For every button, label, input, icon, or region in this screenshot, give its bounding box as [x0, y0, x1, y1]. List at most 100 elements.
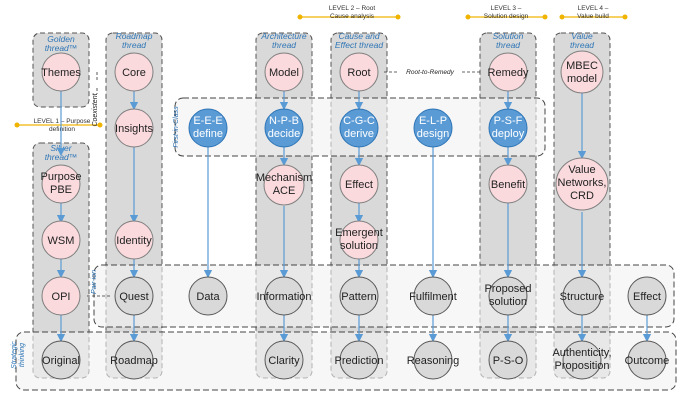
node-core-label: Core: [122, 67, 146, 79]
roadmap-thread-label-2: thread: [122, 40, 146, 50]
roadmap-thread-label-1: Roadmap: [116, 31, 153, 41]
node-mbec-model[interactable]: MBEC model: [560, 50, 604, 94]
root-to-remedy-label: Root-to-Remedy: [406, 69, 454, 76]
level-4-line-2: Value build: [577, 13, 609, 20]
node-purpose-label-2: PBE: [50, 184, 72, 196]
architecture-thread-label-2: thread: [272, 40, 296, 50]
node-themes[interactable]: Themes: [41, 52, 81, 92]
node-remedy[interactable]: Remedy: [488, 52, 529, 92]
node-model[interactable]: Model: [264, 52, 304, 92]
node-mechanism-ace[interactable]: Mechanism ACE: [256, 164, 312, 206]
node-authenticity-proposition[interactable]: Authenticity, Proposition: [552, 340, 612, 380]
node-root[interactable]: Root: [339, 52, 379, 92]
node-effect-pink[interactable]: Effect: [339, 164, 379, 204]
node-elp-design[interactable]: E-L-P design: [413, 108, 453, 148]
node-effect-pink-label: Effect: [345, 179, 373, 191]
node-eee-define[interactable]: E-E-E define: [188, 108, 228, 148]
node-elp-label-2: design: [417, 128, 449, 140]
level-2-line-2: Cause analysis: [330, 13, 375, 20]
node-elp-label-1: E-L-P: [419, 115, 447, 127]
node-eee-label-1: E-E-E: [193, 115, 222, 127]
node-psf-deploy[interactable]: P-S-F deploy: [488, 108, 528, 148]
cause-effect-thread-label-1: Cause and: [338, 31, 379, 41]
node-psf-label-1: P-S-F: [494, 115, 523, 127]
node-outcome[interactable]: Outcome: [625, 340, 670, 380]
node-effect-grey[interactable]: Effect: [627, 276, 667, 316]
node-opi-label: OPI: [52, 291, 71, 303]
node-value-networks-label-1: Value: [568, 164, 595, 176]
strategic-label-1: Strategic: [11, 341, 18, 369]
node-pattern-label: Pattern: [341, 291, 376, 303]
node-cgc-derive[interactable]: C-G-C derive: [339, 108, 379, 148]
node-npb-label-1: N-P-B: [269, 115, 299, 127]
node-structure-label: Structure: [560, 291, 605, 303]
level-1-marker: LEVEL 1 – Purpose definition: [14, 118, 103, 133]
level-3-marker: LEVEL 3 – Solution design: [465, 5, 548, 20]
node-reasoning[interactable]: Reasoning: [407, 340, 460, 380]
node-eee-label-2: define: [193, 128, 223, 140]
node-data[interactable]: Data: [188, 276, 228, 316]
strategic-label-2: thinking: [19, 343, 26, 367]
node-prediction[interactable]: Prediction: [335, 340, 384, 380]
node-identity[interactable]: Identity: [114, 220, 154, 260]
node-pattern[interactable]: Pattern: [339, 276, 379, 316]
node-effect-grey-label: Effect: [633, 291, 661, 303]
solution-thread-label-2: thread: [496, 40, 520, 50]
level-1-line-1: LEVEL 1 – Purpose: [34, 118, 91, 125]
node-purpose-label-1: Purpose: [41, 171, 82, 183]
node-original-label: Original: [42, 355, 80, 367]
node-purpose-pbe[interactable]: Purpose PBE: [41, 164, 82, 204]
node-clarity[interactable]: Clarity: [264, 340, 304, 380]
node-information[interactable]: Information: [256, 276, 312, 316]
node-fulfilment[interactable]: Fulfilment: [409, 276, 457, 316]
level-4-marker: LEVEL 4 – Value build: [559, 5, 628, 20]
node-structure[interactable]: Structure: [560, 276, 605, 316]
node-wsm-label: WSM: [48, 235, 75, 247]
first-in-class-label: First-in-Class: [173, 106, 180, 148]
level-1-line-2: definition: [49, 126, 75, 133]
node-information-label: Information: [256, 291, 311, 303]
node-psf-label-2: deploy: [492, 128, 525, 140]
node-reasoning-label: Reasoning: [407, 355, 460, 367]
node-emergent-solution[interactable]: Emergent solution: [335, 220, 383, 260]
node-root-label: Root: [347, 67, 370, 79]
node-mechanism-label-1: Mechanism: [256, 172, 312, 184]
node-proposed-label-1: Proposed: [484, 283, 531, 295]
node-themes-label: Themes: [41, 67, 81, 79]
node-benefit[interactable]: Benefit: [488, 164, 528, 204]
node-npb-decide[interactable]: N-P-B decide: [264, 108, 304, 148]
node-mechanism-label-2: ACE: [273, 185, 296, 197]
node-quest-label: Quest: [119, 291, 148, 303]
level-2-marker: LEVEL 2 – Root Cause analysis: [297, 5, 401, 20]
node-pso[interactable]: P-S-O: [488, 340, 528, 380]
coexistent-label: Coexistent: [92, 92, 99, 126]
node-data-label: Data: [196, 291, 220, 303]
node-proposed-solution[interactable]: Proposed solution: [484, 276, 532, 316]
value-thread-label-1: Value: [571, 31, 593, 41]
golden-thread-label-1: Golden: [47, 34, 75, 44]
node-value-networks-crd[interactable]: Value Networks, CRD: [555, 157, 609, 211]
node-mbec-label-1: MBEC: [566, 60, 598, 72]
level-3-line-1: LEVEL 3 –: [491, 5, 522, 12]
cause-effect-thread-label-2: Effect thread: [335, 40, 383, 50]
node-quest[interactable]: Quest: [114, 276, 154, 316]
node-authenticity-label-2: Proposition: [554, 360, 609, 372]
pairs-label: Pair-ion: [91, 270, 98, 294]
node-opi[interactable]: OPI: [41, 276, 81, 316]
node-core[interactable]: Core: [114, 52, 154, 92]
node-proposed-label-2: solution: [489, 296, 527, 308]
level-3-line-2: Solution design: [484, 13, 529, 20]
node-model-label: Model: [269, 67, 299, 79]
node-roadmap[interactable]: Roadmap: [110, 340, 158, 380]
node-insights[interactable]: Insights: [114, 108, 154, 148]
node-wsm[interactable]: WSM: [41, 220, 81, 260]
node-clarity-label: Clarity: [268, 355, 300, 367]
architecture-thread-label-1: Architecture: [260, 31, 307, 41]
node-fulfilment-label: Fulfilment: [409, 291, 457, 303]
node-value-networks-label-3: CRD: [570, 190, 594, 202]
node-npb-label-2: decide: [268, 128, 300, 140]
node-authenticity-label-1: Authenticity,: [552, 347, 611, 359]
node-cgc-label-2: derive: [344, 128, 374, 140]
node-original[interactable]: Original: [41, 340, 81, 380]
